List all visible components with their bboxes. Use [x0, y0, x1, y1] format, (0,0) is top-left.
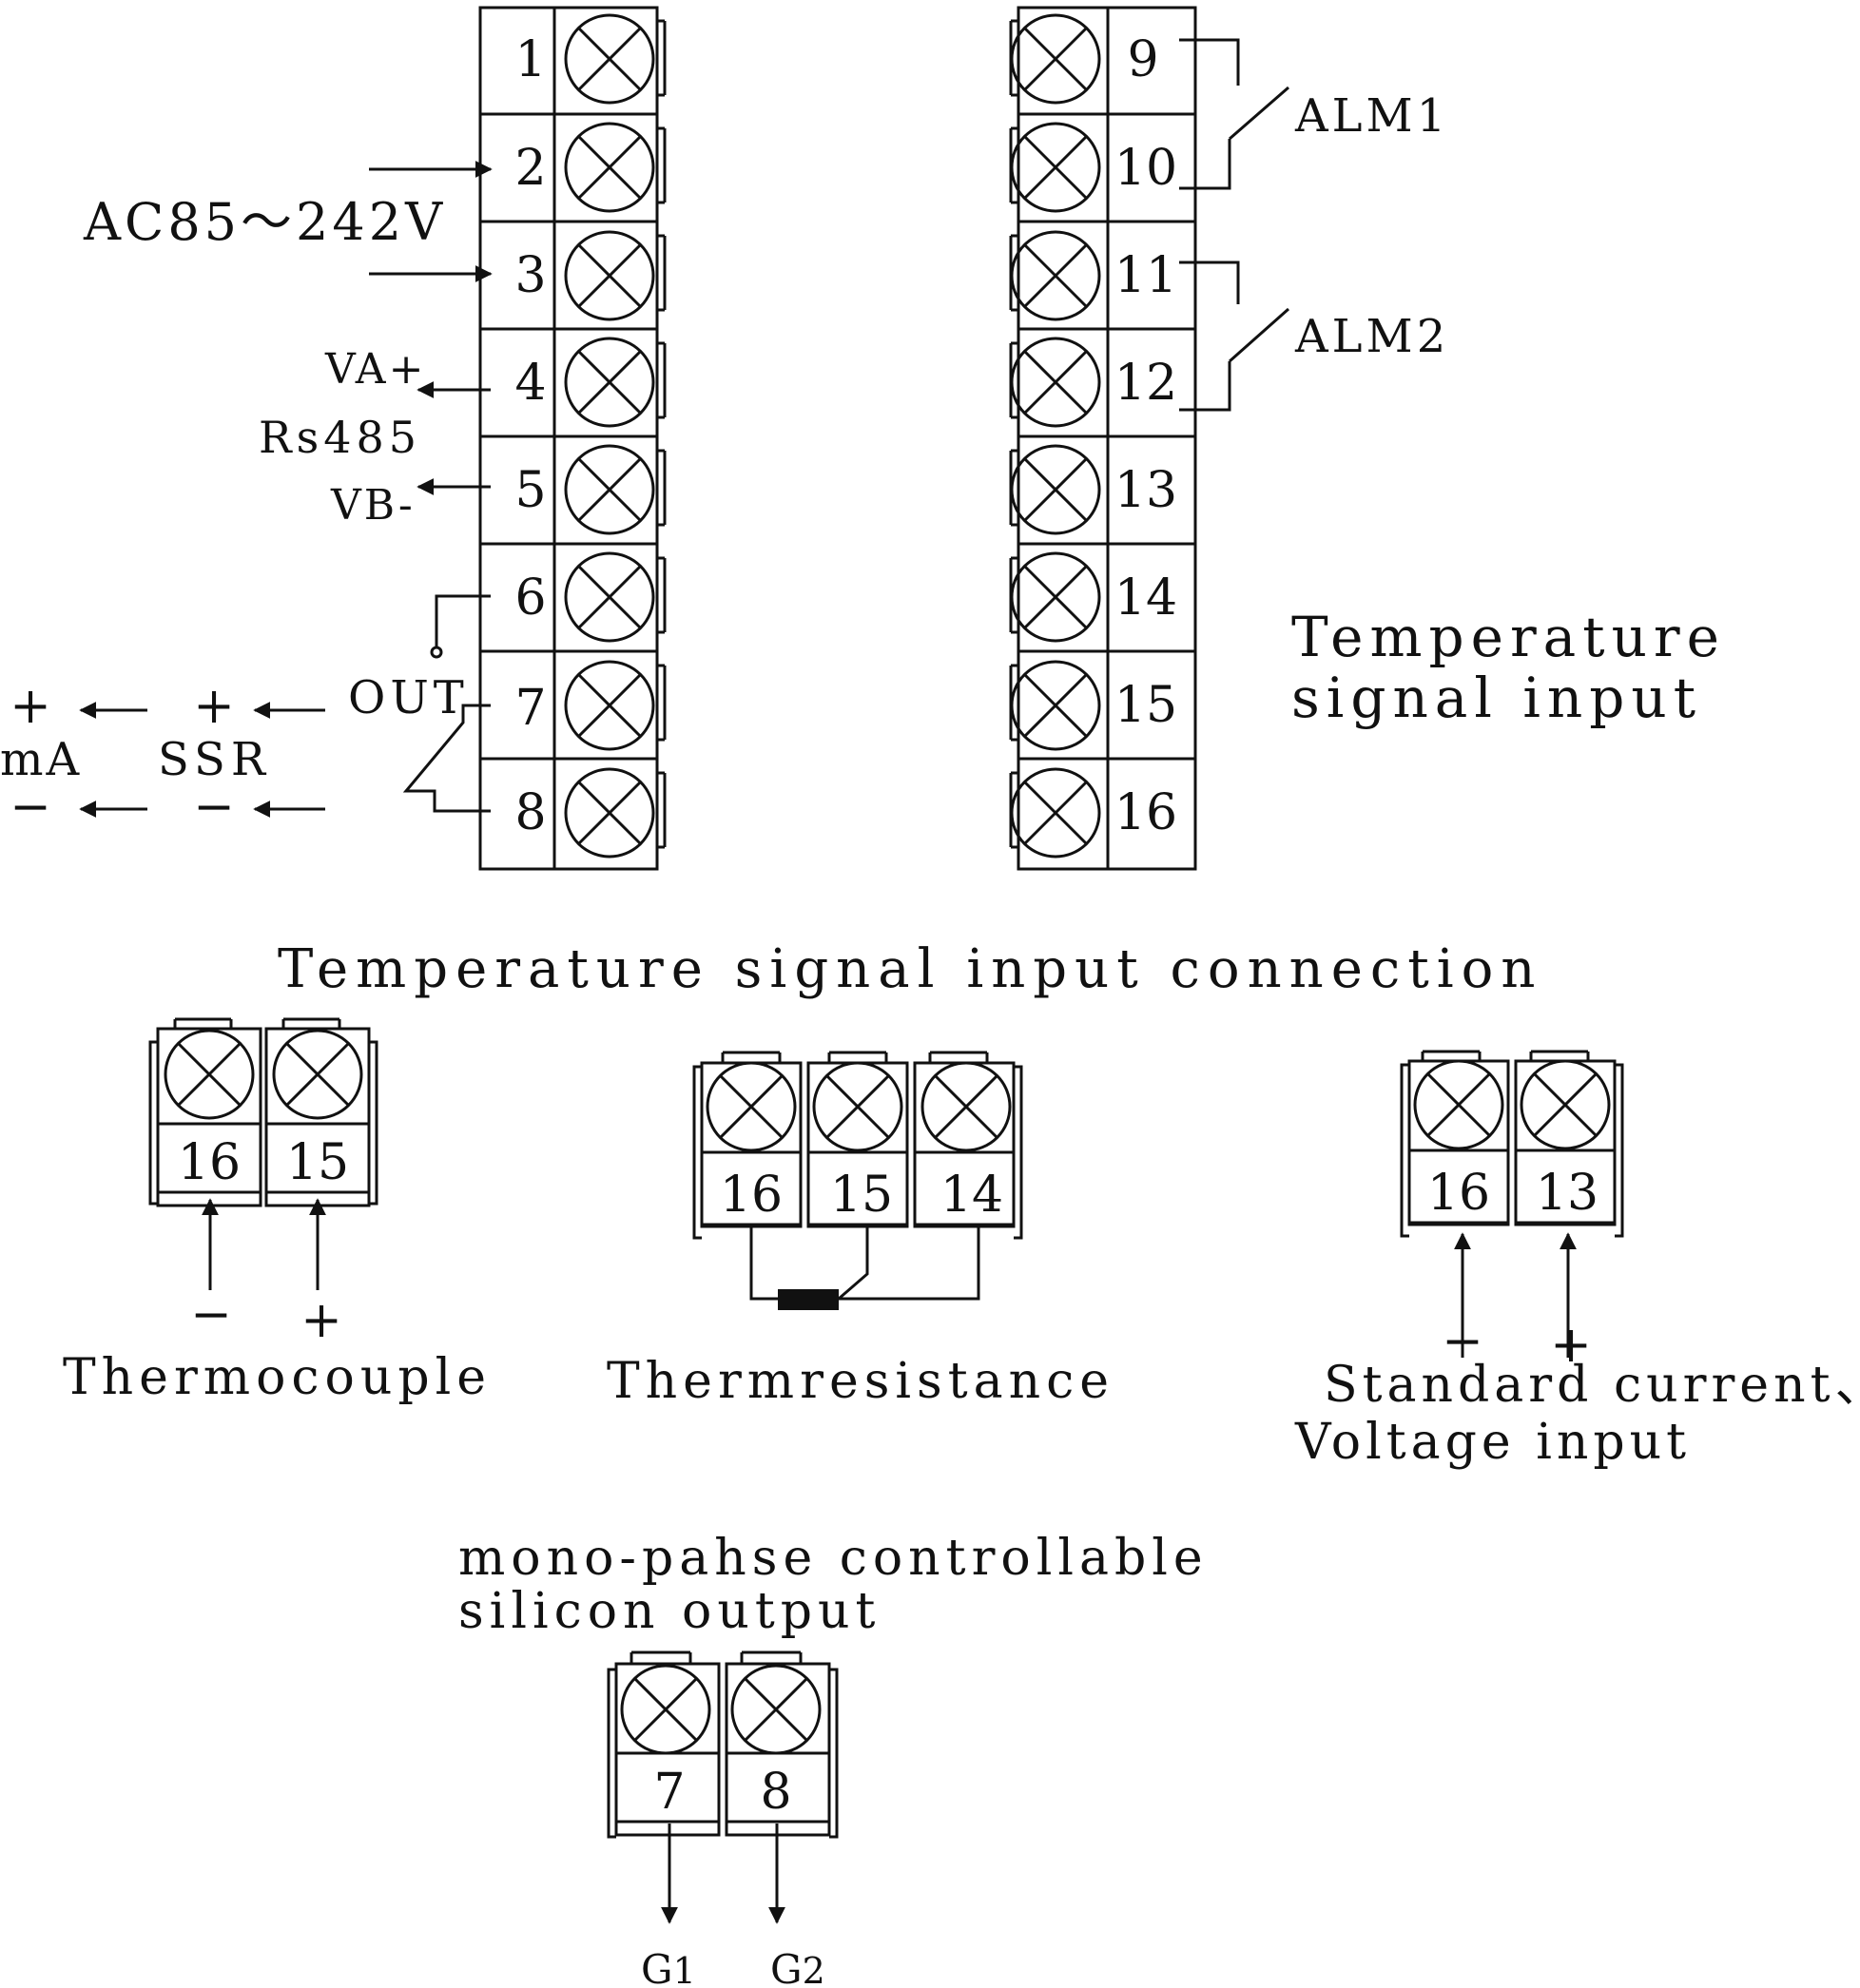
standard-terminal-13: 13 — [1536, 1165, 1598, 1222]
alm1-relay-contact — [1179, 38, 1289, 190]
terminal-number-5: 5 — [514, 462, 546, 519]
ssr-label: SSR — [158, 733, 271, 786]
temperature-input-label-line2: signal input — [1291, 666, 1702, 730]
thermocouple-label: Thermocouple — [63, 1349, 492, 1406]
ssr-minus-label: − — [193, 779, 235, 836]
ma-plus-label: + — [10, 678, 51, 735]
standard-terminal-16: 16 — [1427, 1165, 1490, 1222]
alm2-relay-contact — [1179, 261, 1289, 412]
rs485-label: Rs485 — [259, 412, 421, 463]
vb-minus-label: VB- — [330, 481, 416, 530]
terminal-number-15: 15 — [1114, 677, 1177, 734]
thermresistance-terminal-15: 15 — [830, 1167, 893, 1224]
thermocouple-terminal-15: 15 — [286, 1134, 349, 1191]
standard-input-label-line2: Voltage input — [1294, 1414, 1691, 1471]
va-plus-label: VA+ — [324, 345, 426, 394]
terminal-number-3: 3 — [514, 247, 546, 304]
terminal-number-2: 2 — [514, 140, 546, 197]
scr-g1-label: G1 — [641, 1946, 696, 1988]
scr-output-title-line1: mono-pahse controllable — [458, 1530, 1209, 1587]
terminal-number-4: 4 — [514, 355, 546, 412]
thermresistance-terminal-16: 16 — [720, 1167, 783, 1224]
terminal-number-13: 13 — [1114, 462, 1177, 519]
terminal-number-14: 14 — [1114, 569, 1177, 627]
thermresistance-terminal-14: 14 — [940, 1167, 1003, 1224]
scr-g2-label: G2 — [770, 1946, 825, 1988]
right-terminal-strip — [1009, 6, 1197, 871]
thermocouple-plus-label: + — [300, 1292, 342, 1349]
rtd-resistor-element — [778, 1289, 839, 1310]
power-supply-label: AC85～242V — [83, 192, 446, 252]
thermresistance-label: Thermresistance — [607, 1353, 1114, 1410]
alm1-label: ALM1 — [1294, 89, 1449, 143]
out-label: OUT — [348, 671, 469, 724]
terminal-number-11: 11 — [1114, 247, 1177, 304]
scr-g1-letter: G — [641, 1946, 673, 1988]
scr-terminal-7: 7 — [653, 1764, 685, 1821]
terminal-number-1: 1 — [514, 31, 546, 88]
scr-g2-letter: G — [770, 1946, 803, 1988]
standard-minus-label: − — [1442, 1313, 1483, 1370]
scr-terminal-8: 8 — [760, 1764, 791, 1821]
terminal-number-8: 8 — [514, 784, 546, 841]
terminal-number-6: 6 — [514, 569, 546, 627]
ssr-plus-label: + — [193, 678, 235, 735]
temperature-input-label-line1: Temperature — [1291, 605, 1726, 669]
scr-g1-subscript: 1 — [673, 1950, 696, 1988]
scr-g2-subscript: 2 — [803, 1950, 825, 1988]
left-terminal-strip — [478, 6, 667, 871]
terminal-number-7: 7 — [514, 680, 546, 737]
thermresistance-terminal-block — [692, 1051, 1023, 1240]
section-title: Temperature signal input connection — [278, 938, 1542, 1000]
terminal-number-16: 16 — [1114, 784, 1177, 841]
ma-minus-label: − — [10, 779, 51, 836]
thermocouple-minus-label: − — [190, 1286, 232, 1343]
standard-input-terminal-block — [1400, 1050, 1624, 1238]
standard-input-label-line1: Standard current、 — [1324, 1357, 1860, 1414]
out-relay-contact — [402, 594, 491, 813]
terminal-number-10: 10 — [1114, 140, 1177, 197]
thermresistance-wiring — [749, 1226, 980, 1301]
scr-output-terminal-block — [607, 1650, 839, 1839]
standard-plus-label: + — [1550, 1317, 1592, 1374]
thermocouple-terminal-16: 16 — [178, 1134, 241, 1191]
alm2-label: ALM2 — [1294, 310, 1449, 363]
ma-label: mA — [0, 733, 82, 786]
scr-output-title-line2: silicon output — [458, 1583, 881, 1640]
terminal-number-9: 9 — [1127, 31, 1158, 88]
terminal-number-12: 12 — [1114, 355, 1177, 412]
